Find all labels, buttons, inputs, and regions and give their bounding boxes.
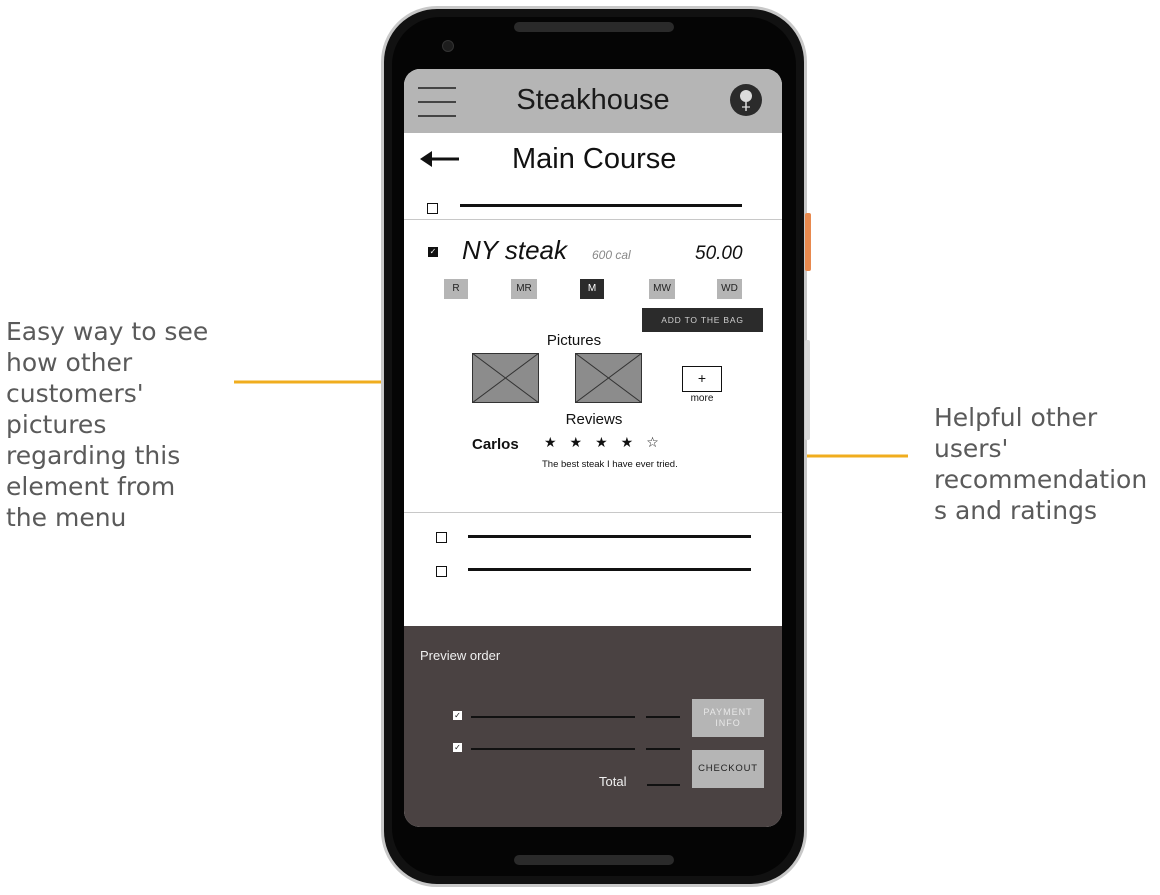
add-to-bag-button[interactable]: ADD TO THE BAG: [642, 308, 763, 332]
checkbox-icon[interactable]: [436, 566, 447, 577]
camera-icon: [442, 40, 454, 52]
more-pictures-button[interactable]: +: [682, 366, 722, 392]
app-screen: Steakhouse Main Course ✓ NY steak 600 ca…: [404, 69, 782, 827]
divider: [404, 512, 782, 513]
app-header: Steakhouse: [404, 69, 782, 133]
order-line-price: [646, 716, 680, 718]
preview-order-title: Preview order: [420, 648, 501, 663]
review-text: The best steak I have ever tried.: [542, 459, 678, 470]
more-pictures-label[interactable]: more: [690, 393, 714, 404]
item-price: 50.00: [695, 243, 743, 264]
pictures-heading: Pictures: [546, 332, 602, 349]
doneness-button-wd[interactable]: WD: [717, 279, 742, 299]
menu-item-placeholder-line: [468, 535, 751, 538]
order-line-item: [471, 748, 635, 750]
doneness-button-m[interactable]: M: [580, 279, 604, 299]
total-value-line: [647, 784, 680, 786]
checkbox-icon[interactable]: [436, 532, 447, 543]
phone-volume-button: [805, 340, 810, 440]
order-line-price: [646, 748, 680, 750]
menu-item-placeholder-line: [468, 568, 751, 571]
reviewer-name: Carlos: [472, 436, 519, 453]
section-title: Main Course: [512, 143, 677, 175]
checkbox-checked-icon[interactable]: ✓: [453, 743, 462, 752]
plus-icon: +: [697, 370, 707, 386]
hamburger-icon[interactable]: [418, 87, 456, 117]
total-label: Total: [599, 774, 627, 789]
annotation-left: Easy way to see how other customers' pic…: [6, 317, 209, 532]
image-placeholder-icon[interactable]: [472, 353, 539, 403]
speaker-grille-bottom: [514, 855, 674, 865]
order-line-item: [471, 716, 635, 718]
app-title: Steakhouse: [516, 84, 670, 116]
speaker-grille-top: [514, 22, 674, 32]
payment-info-button[interactable]: PAYMENT INFO: [692, 699, 764, 737]
star-rating: ★★★★☆: [544, 435, 672, 451]
checkbox-icon[interactable]: [427, 203, 438, 214]
checkbox-checked-icon[interactable]: ✓: [428, 247, 438, 257]
preview-order-panel: Preview order ✓ ✓ Total PAYMENT INFO CHE…: [404, 626, 782, 827]
reviews-heading: Reviews: [565, 411, 623, 428]
avatar-icon[interactable]: [730, 84, 762, 116]
image-placeholder-icon[interactable]: [575, 353, 642, 403]
doneness-button-mw[interactable]: MW: [649, 279, 675, 299]
checkbox-checked-icon[interactable]: ✓: [453, 711, 462, 720]
doneness-button-mr[interactable]: MR: [511, 279, 537, 299]
annotation-right: Helpful other users' recommendation s an…: [934, 403, 1148, 525]
doneness-button-r[interactable]: R: [444, 279, 468, 299]
back-arrow-icon[interactable]: [420, 149, 460, 169]
phone-power-button: [805, 213, 811, 271]
checkout-button[interactable]: CHECKOUT: [692, 750, 764, 788]
divider: [404, 219, 782, 220]
item-name: NY steak: [462, 235, 568, 265]
item-calories: 600 cal: [592, 248, 631, 262]
menu-item-placeholder-line: [460, 204, 742, 207]
